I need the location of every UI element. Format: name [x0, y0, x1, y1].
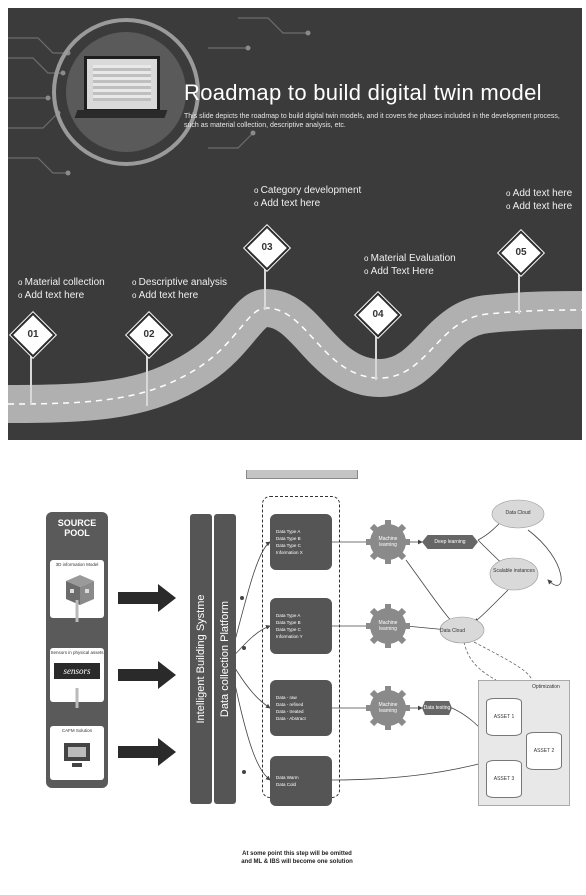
marker-pole-02 — [146, 348, 148, 406]
source-cafm: CAFM Solution — [50, 726, 104, 780]
phase-03-text: Category development Add text here — [254, 184, 362, 210]
marker-pole-04 — [375, 328, 377, 380]
source-pool-title: SOURCE POOL — [57, 518, 97, 538]
ml-label-3: Machine learning — [378, 702, 398, 714]
top-tab-fragment — [246, 470, 358, 479]
cafm-icon — [64, 743, 90, 767]
phase-04-text: Material Evaluation Add Text Here — [364, 252, 456, 278]
marker-pole-01 — [30, 348, 32, 404]
source-pool: SOURCE POOL 3D information Model Sensors… — [46, 512, 108, 788]
ml-label-2: Machine learning — [378, 620, 398, 632]
scalable-instances: Scalable instances — [493, 568, 535, 574]
data-testing-node: Data testing — [422, 701, 452, 715]
optimization-label: Optimization — [532, 684, 560, 690]
building-icon — [66, 575, 94, 605]
sensors-logo: sensors — [54, 663, 100, 679]
marker-pole-03 — [264, 262, 266, 310]
phase-01-text: Material collection Add text here — [18, 276, 105, 302]
ml-label-1: Machine learning — [378, 536, 398, 548]
asset-1: ASSET 1 — [486, 698, 522, 736]
asset-3: ASSET 3 — [486, 760, 522, 798]
bar-data-collection-platform: Data collection Platform — [214, 514, 236, 804]
slide-subtitle: This slide depicts the roadmap to build … — [184, 113, 560, 129]
asset-2: ASSET 2 — [526, 732, 562, 770]
marker-pole-05 — [518, 266, 520, 314]
slide-title: Roadmap to build digital twin model — [184, 80, 542, 105]
laptop-photo-ring — [52, 18, 200, 166]
roadmap-slide: Roadmap to build digital twin model This… — [8, 8, 582, 440]
data-cloud-mid: Data Cloud — [440, 628, 466, 634]
data-cloud-top: Data Cloud — [505, 510, 531, 516]
diagram-caption: At some point this step will be omitted … — [241, 851, 353, 865]
bar-intelligent-building-system: Intelligent Building Systme — [190, 514, 212, 804]
phase-02-text: Descriptive analysis Add text here — [132, 276, 227, 302]
digital-twin-architecture-diagram: SOURCE POOL 3D information Model Sensors… — [8, 470, 582, 890]
connectors — [75, 499, 562, 781]
deep-learning-node: Deep learning — [422, 535, 478, 549]
road — [8, 288, 582, 423]
laptop-photo — [66, 32, 186, 152]
phase-05-text: Add text here Add text here — [506, 187, 572, 213]
